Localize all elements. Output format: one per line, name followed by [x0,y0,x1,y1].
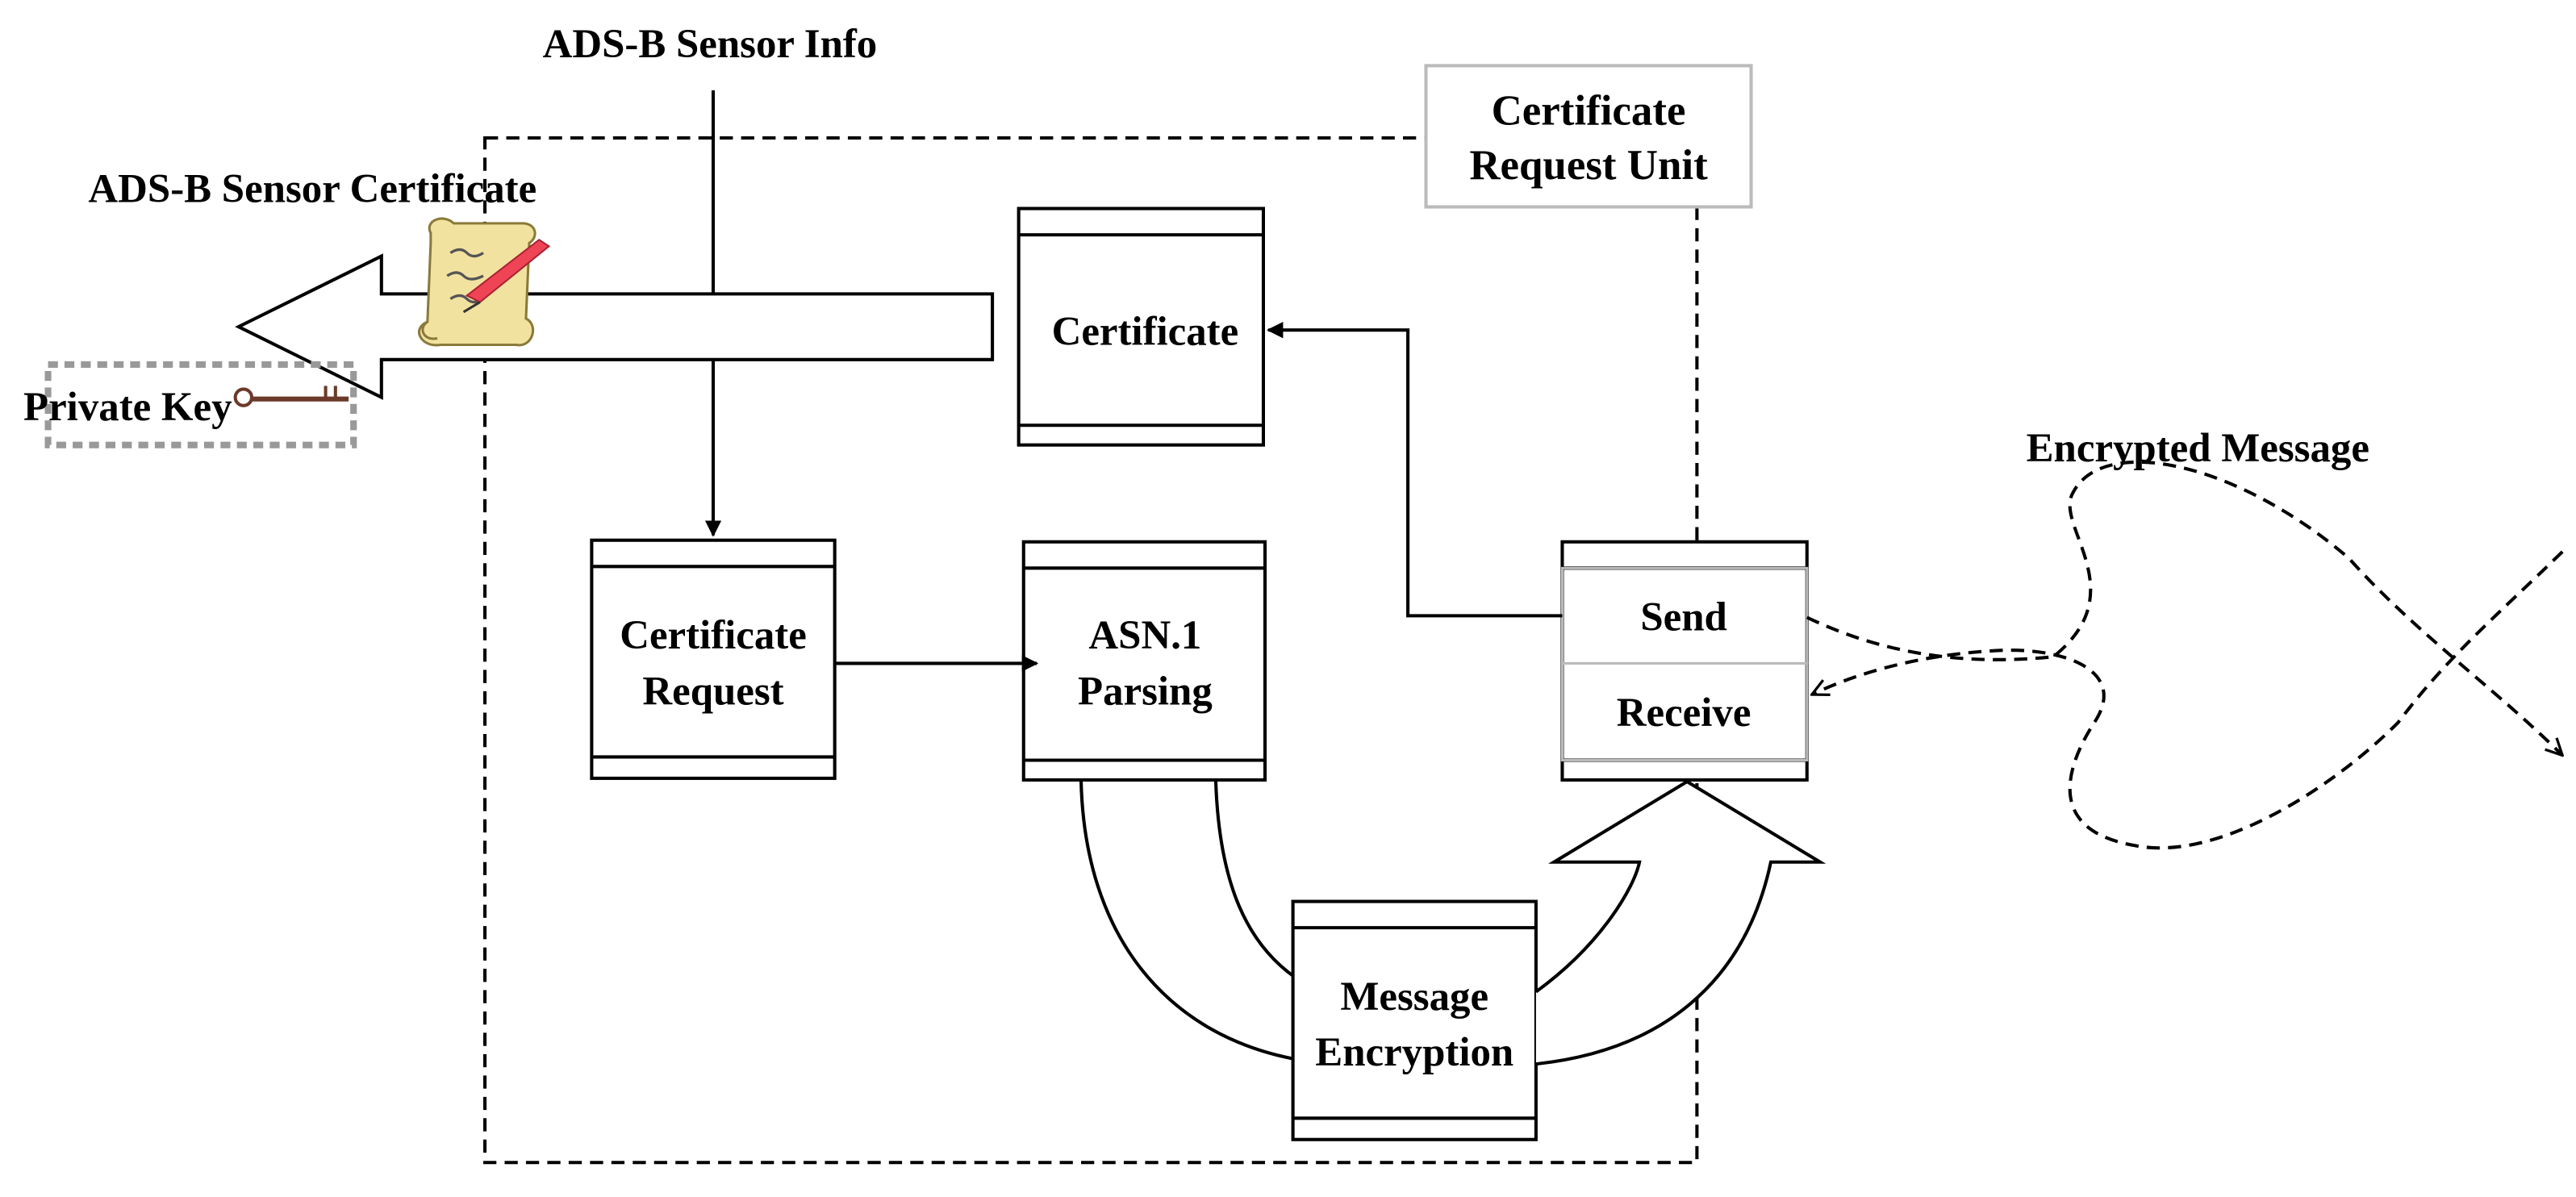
receive-label: Receive [1617,690,1751,736]
message-encryption-box: Message Encryption [1291,899,1538,1141]
request-unit-boundary [483,136,1699,1165]
private-key-box [44,361,357,448]
certificate-label: Certificate [1052,309,1239,354]
certificate-request-box: Certificate Request [590,538,837,780]
certificate-scroll-icon [418,217,551,347]
asn-parsing-box: ASN.1 Parsing [1021,540,1267,782]
asn-line2: Parsing [1078,669,1213,714]
asn-line1: ASN.1 [1088,613,1201,658]
sensor-certificate-label: ADS-B Sensor Certificate [88,166,536,211]
encryption-line1: Message [1340,974,1488,1020]
certificate-output-arrow [235,253,995,400]
unit-title-line1: Certificate [1492,88,1686,135]
encryption-line2: Encryption [1315,1030,1513,1075]
encryption-to-send-curve [1534,779,1827,1066]
send-label: Send [1640,595,1726,640]
encrypted-message-out-path [1806,460,2562,756]
key-icon [233,386,349,407]
unit-title-line2: Request Unit [1469,142,1708,189]
encrypted-message-label: Encrypted Message [2027,426,2369,471]
sensor-info-label: ADS-B Sensor Info [543,22,878,67]
send-to-certificate-arrow [1267,321,1563,618]
unit-title-box: Certificate Request Unit [1424,64,1753,209]
encrypted-message-in-path [1812,550,2564,850]
cert-request-line2: Request [642,669,783,714]
parsing-to-encryption-curve [1079,779,1296,1061]
certificate-box: Certificate [1017,206,1266,447]
private-key-label: Private Key [23,385,232,430]
cert-request-line1: Certificate [620,613,807,658]
send-receive-box: Send Receive [1560,540,1809,782]
